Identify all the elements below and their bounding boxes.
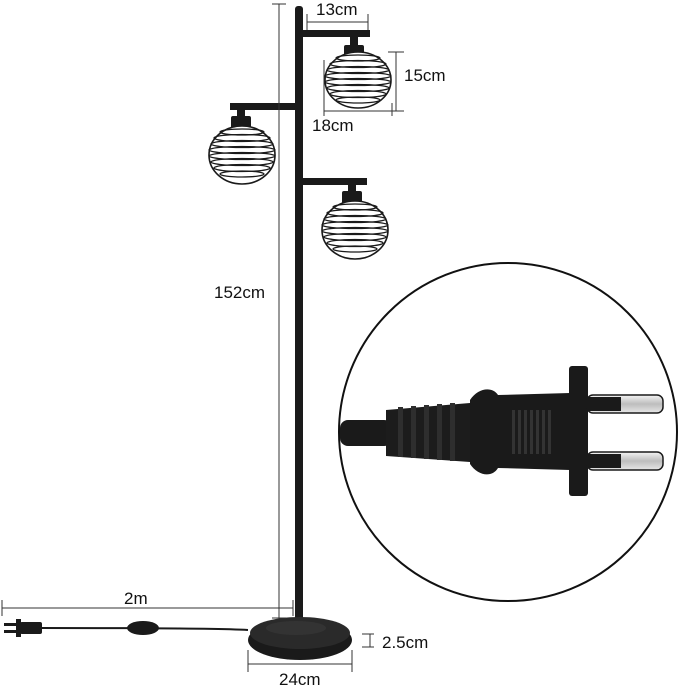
dimension-label-shade-height: 15cm (404, 66, 446, 85)
dimension-label-top-arm-width: 13cm (316, 0, 358, 19)
lamp-pole (295, 6, 303, 623)
dimension-lines (1, 3, 404, 672)
dimension-label-base-height: 2.5cm (382, 633, 429, 652)
lamp-shade-lower-right (321, 200, 389, 260)
lamp-shade-top (324, 51, 392, 109)
lamp-base (248, 617, 352, 660)
inline-switch (127, 621, 159, 635)
dimension-label-base-diameter: 24cm (279, 670, 321, 689)
dimension-label-shade-width: 18cm (312, 116, 354, 135)
dimension-label-cord-length: 2m (124, 589, 148, 608)
plug-closeup (340, 366, 664, 496)
power-cord (39, 627, 249, 631)
small-plug (4, 619, 42, 637)
lamp-shade-left (208, 125, 276, 185)
dimension-label-total-height: 152cm (214, 283, 266, 302)
